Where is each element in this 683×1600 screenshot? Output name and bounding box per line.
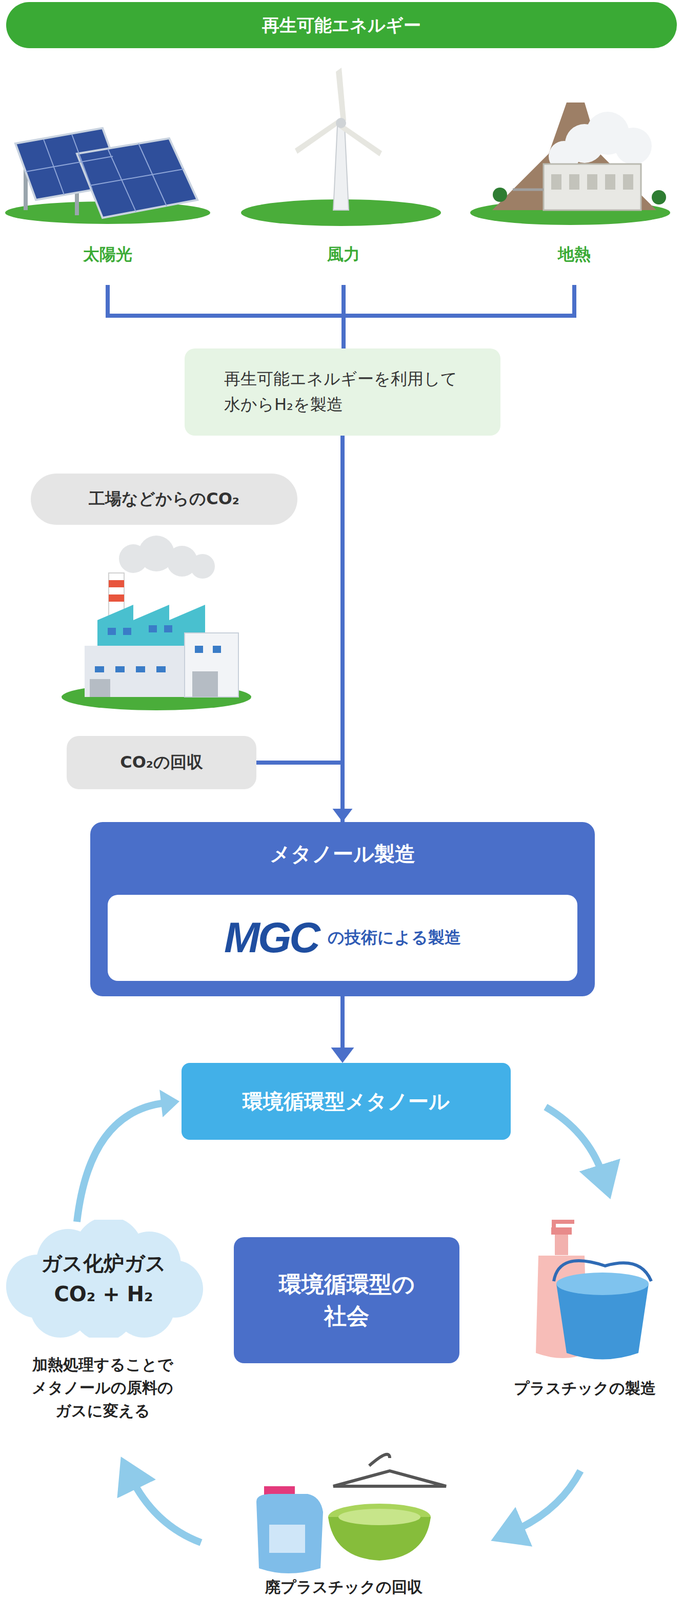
caption-label: 地熱 — [507, 245, 641, 265]
source-bracket — [105, 285, 577, 350]
product-box: 環境循環型メタノール — [181, 1063, 511, 1141]
caption-label: 風力 — [276, 245, 411, 265]
band-header: 再生可能エネルギー — [6, 2, 677, 49]
connector-arrow — [331, 996, 355, 1064]
logo-text: MGC — [224, 910, 319, 967]
node-title: 環境循環型の 社会 — [272, 1269, 421, 1333]
caption-label: 太陽光 — [41, 245, 175, 265]
wind-turbine-illustration — [240, 67, 441, 227]
connector-arrow — [76, 1090, 180, 1223]
node-title: 再生可能エネルギー — [262, 13, 421, 37]
caption-label: プラスチックの製造 — [499, 1380, 670, 1399]
center-box: 環境循環型の 社会 — [233, 1237, 460, 1364]
cycle-arrows — [130, 1107, 605, 1544]
connector-arrow — [256, 762, 353, 823]
node-title: メタノール製造 — [269, 840, 416, 868]
node-text: CO₂ + H₂ — [53, 1279, 153, 1311]
technology-box: MGC の技術による製造 — [107, 895, 578, 982]
cloud-node: ガス化炉ガスCO₂ + H₂ — [2, 1220, 206, 1339]
process-box: CO₂の回収 — [66, 736, 257, 790]
plastic-products-illustration — [535, 1222, 652, 1361]
cloud-shape — [2, 1220, 206, 1339]
solar-panel-illustration — [5, 128, 211, 225]
node-title: CO₂の回収 — [119, 752, 204, 774]
process-box: メタノール製造 MGC の技術による製造 — [90, 822, 595, 997]
node-title: 再生可能エネルギーを利用して 水からH₂を製造 — [224, 366, 461, 418]
node-title: ガス化炉ガス — [41, 1248, 167, 1280]
caption-label: 廃プラスチックの回収 — [240, 1579, 447, 1598]
caption-label: 加熱処理することで メタノールの原料の ガスに変える — [28, 1353, 177, 1423]
source-pill: 工場などからのCO₂ — [30, 473, 298, 526]
geothermal-plant-illustration — [470, 102, 671, 226]
node-text: の技術による製造 — [327, 927, 461, 950]
node-title: 工場などからのCO₂ — [88, 488, 240, 511]
factory-illustration — [61, 535, 252, 711]
process-box: 再生可能エネルギーを利用して 水からH₂を製造 — [184, 348, 501, 436]
node-title: 環境循環型メタノール — [242, 1088, 450, 1116]
waste-plastics-illustration — [256, 1455, 447, 1575]
